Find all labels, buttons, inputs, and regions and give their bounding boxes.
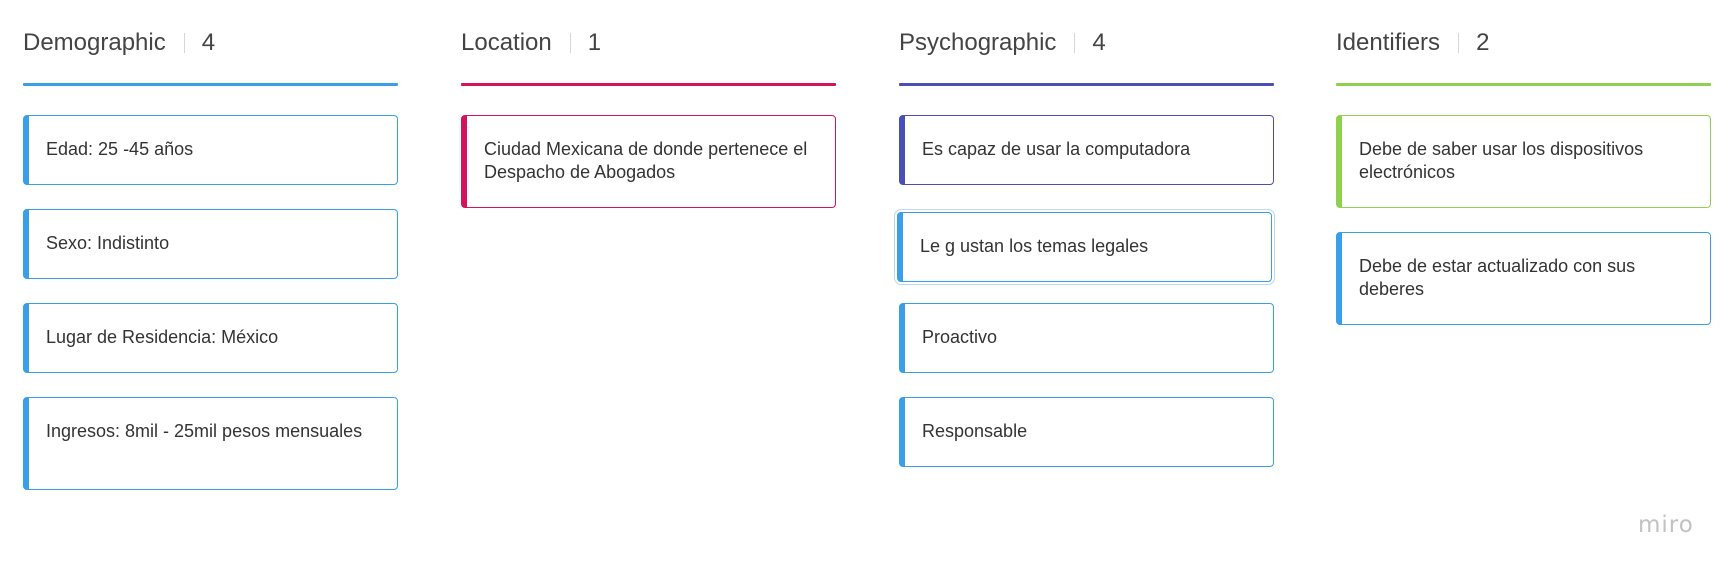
column-title[interactable]: Location [461,29,552,56]
column-count: 1 [587,29,602,56]
column-header: Demographic 4 [23,27,215,59]
card-item[interactable]: Responsable [899,397,1274,467]
column-title[interactable]: Demographic [23,29,166,56]
header-divider [183,33,185,53]
column-count: 4 [201,29,216,56]
column-accent-line [461,83,836,86]
card-item[interactable]: Debe de saber usar los dispositivos elec… [1336,115,1711,208]
column-title[interactable]: Identifiers [1336,29,1441,56]
column-header: Identifiers 2 [1336,27,1489,59]
card-item[interactable]: Sexo: Indistinto [23,209,398,279]
header-divider [569,33,571,53]
column-accent-line [23,83,398,86]
header-divider [1458,33,1460,53]
header-divider [1074,33,1076,53]
column-accent-line [1336,83,1711,86]
card-item-selected[interactable]: Le g ustan los temas legales [894,209,1275,285]
card-item[interactable]: Es capaz de usar la computadora [899,115,1274,185]
column-accent-line [899,83,1274,86]
column-count: 2 [1476,29,1490,56]
miro-watermark: miro [1638,512,1694,538]
column-header: Psychographic 4 [899,27,1106,59]
column-header: Location 1 [461,27,601,59]
card-item[interactable]: Lugar de Residencia: México [23,303,398,373]
card-item[interactable]: Proactivo [899,303,1274,373]
card-item[interactable]: Debe de estar actualizado con sus debere… [1336,232,1711,325]
card-item[interactable]: Edad: 25 -45 años [23,115,398,185]
column-count: 4 [1092,29,1106,56]
column-title[interactable]: Psychographic [899,29,1057,56]
card-item[interactable]: Ciudad Mexicana de donde pertenece el De… [461,115,836,208]
card-item[interactable]: Ingresos: 8mil - 25mil pesos mensuales [23,397,398,490]
